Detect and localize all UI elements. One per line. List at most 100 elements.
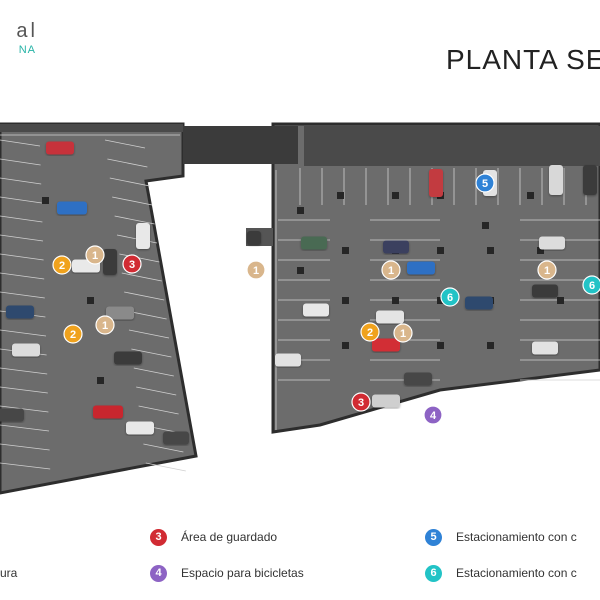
stall-line <box>114 215 155 225</box>
map-marker-2: 2 <box>63 324 83 344</box>
marker-circle <box>122 254 142 274</box>
marker-number: 2 <box>367 327 373 339</box>
logo-text-line1: al <box>16 20 38 42</box>
car <box>114 351 142 365</box>
legend-item-bicycle: 4 Espacio para bicicletas <box>150 563 304 583</box>
marker-number: 1 <box>400 328 406 340</box>
stall-line <box>112 196 153 206</box>
car <box>103 249 117 275</box>
pillar <box>342 247 349 254</box>
car <box>275 353 301 367</box>
marker-circle <box>381 260 401 280</box>
stall-line <box>0 234 44 242</box>
pillar <box>557 297 564 304</box>
marker-circle <box>475 173 495 193</box>
car <box>12 343 40 357</box>
stall-line <box>138 405 179 415</box>
stall-line <box>145 462 186 472</box>
car <box>372 338 400 352</box>
pillar <box>437 342 444 349</box>
marker-number: 1 <box>92 250 98 262</box>
pillar <box>342 342 349 349</box>
logo: al NA <box>0 20 40 60</box>
stall-line <box>0 196 42 204</box>
car <box>93 405 123 419</box>
page-title: PLANTA SE <box>446 44 600 75</box>
logo-text-line2: NA <box>18 44 36 56</box>
marker-number: 1 <box>544 265 550 277</box>
legend-badge-5: 5 <box>425 528 442 546</box>
map-marker-1: 1 <box>95 315 115 335</box>
stall-line <box>0 405 49 413</box>
legend-item-parking-5: 5 Estacionamiento con c <box>425 527 577 547</box>
car <box>126 421 154 435</box>
pillar <box>437 297 444 304</box>
car <box>583 165 597 195</box>
marker-circle <box>423 405 443 425</box>
stall-line <box>131 348 172 358</box>
stall-line <box>0 386 48 394</box>
pillar <box>297 207 304 214</box>
stall-line <box>0 329 47 337</box>
stall-line <box>0 367 48 375</box>
marker-number: 3 <box>129 259 135 271</box>
marker-number: 2 <box>59 260 65 272</box>
map-marker-1: 1 <box>381 260 401 280</box>
marker-circle <box>95 315 115 335</box>
stall-line <box>0 443 50 451</box>
pillar <box>297 267 304 274</box>
map-marker-6: 6 <box>582 275 600 295</box>
legend-label-bicycle: Espacio para bicicletas <box>181 566 304 580</box>
pillar <box>87 297 94 304</box>
stall-line <box>0 253 44 261</box>
legend-label-parking-5: Estacionamiento con c <box>456 530 577 544</box>
marker-circle <box>85 245 105 265</box>
legend-cut-label: ura <box>0 566 18 580</box>
car <box>407 261 435 275</box>
car <box>404 372 432 386</box>
stall-line <box>136 386 177 396</box>
stall-line <box>128 329 170 339</box>
map-marker-3: 3 <box>122 254 142 274</box>
legend-item-parking-6: 6 Estacionamiento con c <box>425 563 577 583</box>
stall-line <box>107 158 148 168</box>
map-marker-6: 6 <box>440 287 460 307</box>
stall-line <box>124 291 165 301</box>
marker-number: 2 <box>70 329 76 341</box>
map-marker-1: 1 <box>85 245 105 265</box>
car <box>549 165 563 195</box>
marker-circle <box>582 275 600 295</box>
car <box>532 284 558 298</box>
pillar <box>527 192 534 199</box>
car <box>106 306 134 320</box>
pillar <box>437 247 444 254</box>
stall-line <box>104 139 146 149</box>
legend-label-parking-6: Estacionamiento con c <box>456 566 577 580</box>
pillar <box>487 342 494 349</box>
stall-line <box>109 177 150 187</box>
car <box>136 223 150 249</box>
pillar <box>487 247 494 254</box>
pillar <box>392 192 399 199</box>
marker-circle <box>440 287 460 307</box>
map-marker-1: 1 <box>246 260 266 280</box>
car <box>383 240 409 254</box>
pillar <box>342 297 349 304</box>
pillar <box>537 247 544 254</box>
car <box>57 201 87 215</box>
car <box>539 236 565 250</box>
map-marker-1: 1 <box>393 323 413 343</box>
stall-line <box>0 462 51 470</box>
map-marker-3: 3 <box>351 392 371 412</box>
wall-block <box>183 126 298 164</box>
marker-circle <box>246 260 266 280</box>
car <box>301 236 327 250</box>
car <box>6 305 34 319</box>
car <box>0 408 24 422</box>
car <box>372 394 400 408</box>
car <box>376 310 404 324</box>
legend-label-storage: Área de guardado <box>181 530 278 544</box>
marker-circle <box>537 260 557 280</box>
marker-circle <box>63 324 83 344</box>
